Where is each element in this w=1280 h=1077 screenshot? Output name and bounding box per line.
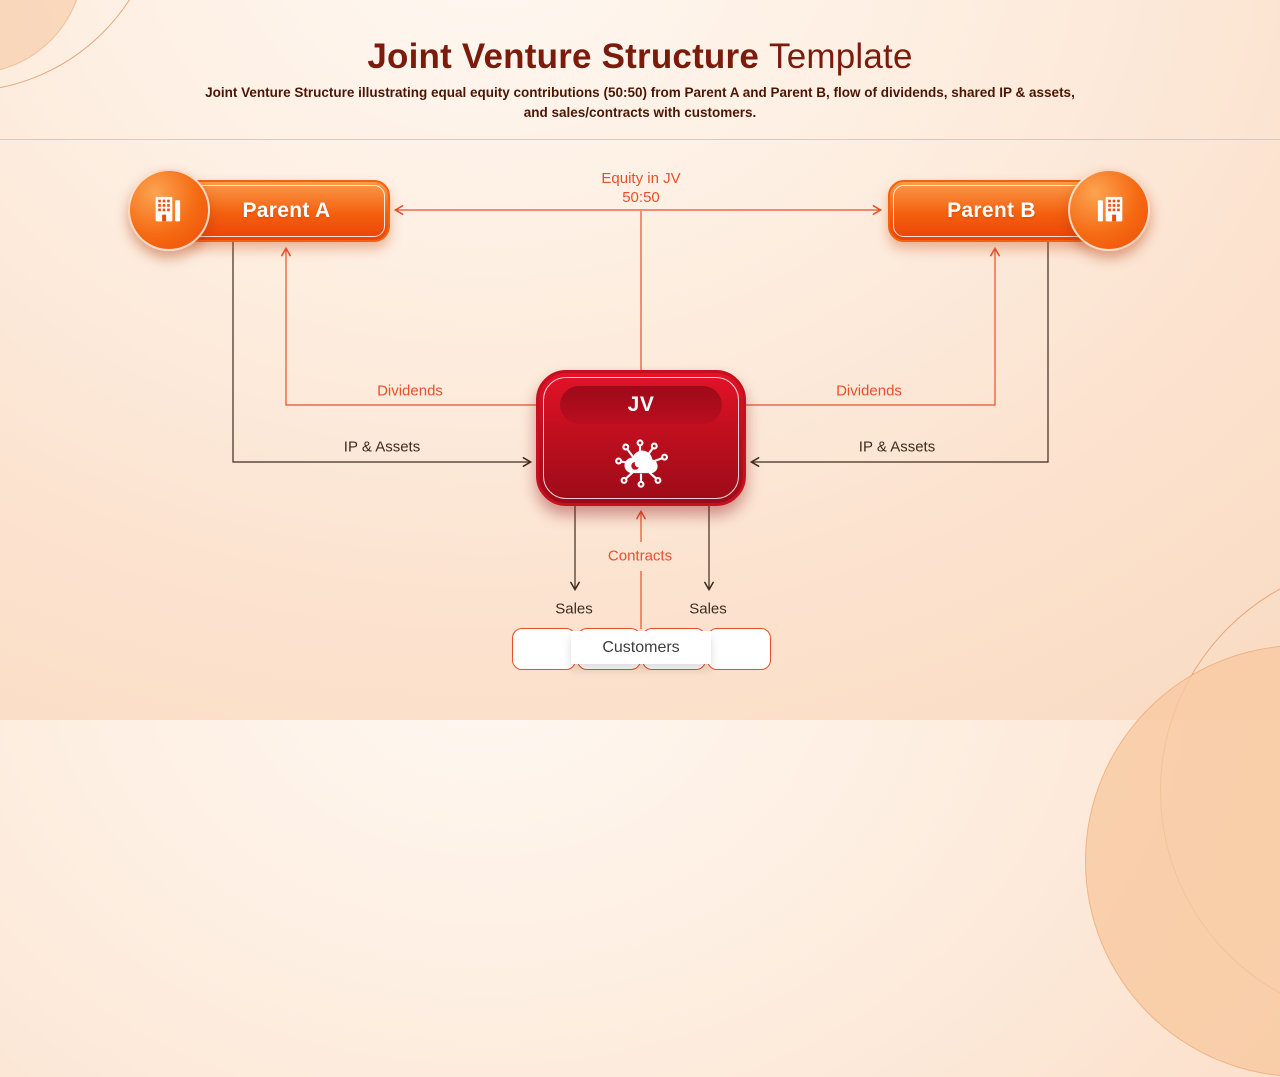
page-title-main: Joint Venture Structure <box>367 37 759 76</box>
page-subtitle: Joint Venture Structure illustrating equ… <box>205 84 1075 120</box>
equity-label: Equity in JV 50:50 <box>601 170 680 208</box>
equity-label-line1: Equity in JV <box>601 170 681 187</box>
parent-a-node: Parent A <box>183 180 390 242</box>
cloud-network-icon <box>610 431 672 498</box>
ip-assets-right-line <box>749 242 1049 467</box>
sales-right-label: Sales <box>689 600 727 618</box>
customers-label-band: Customers <box>571 631 711 664</box>
parent-a-label: Parent A <box>242 199 331 222</box>
equity-label-line2: 50:50 <box>622 188 660 206</box>
parent-a-badge <box>128 169 210 251</box>
dividends-left-line <box>281 246 536 406</box>
customer-box <box>707 628 771 670</box>
slide-header: Joint Venture Structure Template Joint Ve… <box>0 0 1280 123</box>
sales-left-label: Sales <box>555 600 593 618</box>
jv-node: JV <box>536 370 746 506</box>
page-title: Joint Venture Structure Template <box>0 37 1280 77</box>
parent-b-badge <box>1068 169 1150 251</box>
connector-layer <box>232 205 1049 629</box>
parent-b-node: Parent B <box>888 180 1095 242</box>
ip-assets-right-label: IP & Assets <box>858 438 936 456</box>
parent-b-label: Parent B <box>947 199 1036 222</box>
jv-label: JV <box>627 393 655 416</box>
customers-label: Customers <box>602 638 680 656</box>
building-icon <box>1089 188 1129 233</box>
building-icon <box>149 188 189 233</box>
customer-box <box>512 628 576 670</box>
jv-header-pill: JV <box>560 386 722 424</box>
ip-assets-left-label: IP & Assets <box>343 438 421 456</box>
header-divider <box>0 139 1280 140</box>
contracts-label: Contracts <box>607 547 673 565</box>
dividends-right-label: Dividends <box>836 382 902 400</box>
dividends-right-line <box>746 246 1000 406</box>
page-title-suffix: Template <box>769 37 913 76</box>
ip-assets-left-line <box>232 242 533 467</box>
dividends-left-label: Dividends <box>377 382 443 400</box>
